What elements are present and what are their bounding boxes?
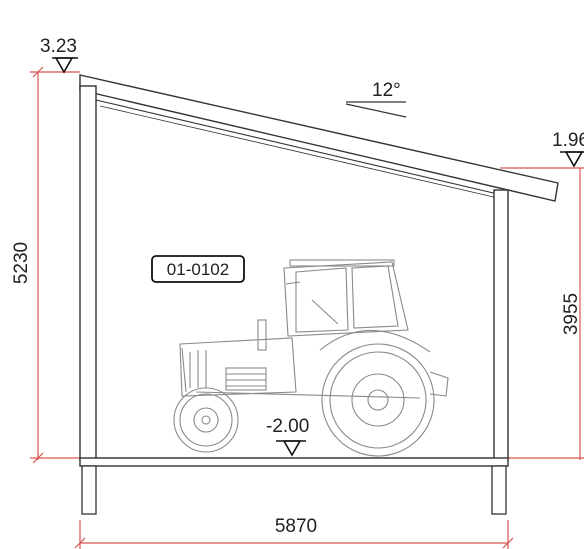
left-wall bbox=[79, 85, 97, 461]
right-height-label: 3955 bbox=[561, 293, 582, 335]
right-foundation bbox=[491, 465, 507, 515]
shed-structure bbox=[79, 74, 559, 515]
floor-level-label: -2.00 bbox=[266, 416, 309, 437]
slope-label: 12° bbox=[372, 80, 401, 101]
left-level-label: 3.23 bbox=[40, 36, 77, 57]
floor-slab bbox=[79, 457, 509, 467]
equipment-tag: 01-0102 bbox=[167, 260, 229, 279]
tractor-icon bbox=[173, 259, 449, 457]
width-label: 5870 bbox=[275, 516, 317, 537]
level-markers bbox=[52, 57, 584, 457]
right-level-label: 1.96 bbox=[552, 130, 584, 151]
equipment-tag-box bbox=[151, 255, 245, 283]
roof bbox=[79, 74, 559, 202]
left-height-label: 5230 bbox=[11, 242, 32, 284]
left-level-marker bbox=[54, 57, 74, 74]
left-foundation bbox=[81, 465, 97, 515]
floor-level-marker bbox=[282, 440, 302, 457]
right-wall bbox=[493, 189, 509, 461]
right-level-marker bbox=[564, 151, 584, 168]
slope-indicator bbox=[345, 101, 407, 118]
